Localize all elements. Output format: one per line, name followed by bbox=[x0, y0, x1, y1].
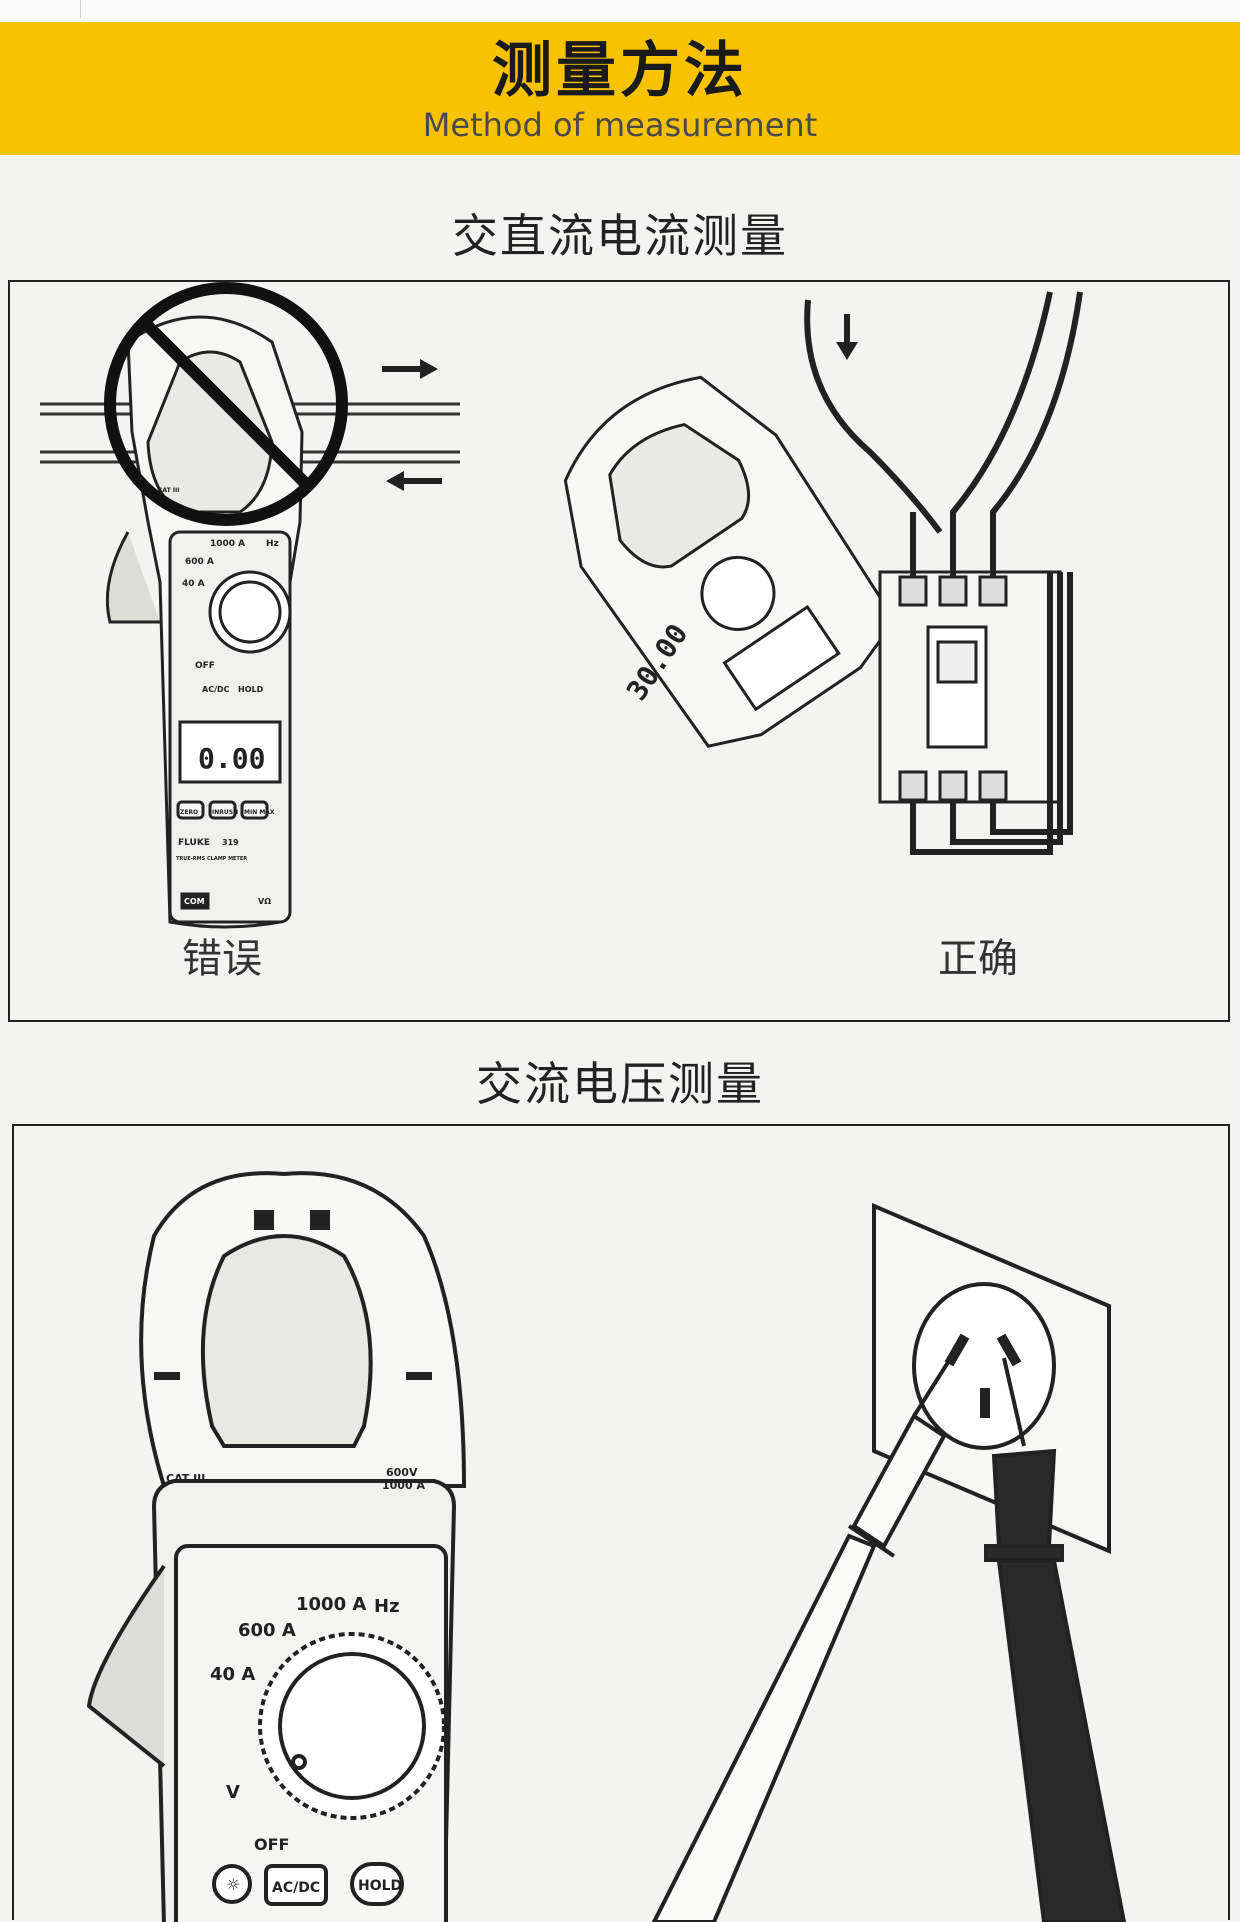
cat-label-large: CAT III bbox=[166, 1472, 205, 1485]
circuit-breaker bbox=[878, 570, 1062, 804]
minmax-button-label: MIN MAX bbox=[244, 809, 275, 816]
meter-wrong-labels: 1000 A Hz 600 A 40 A OFF AC/DC HOLD 0.00… bbox=[158, 487, 279, 906]
range-600a-label: 600 A bbox=[185, 557, 214, 567]
brand-label: FLUKE bbox=[178, 838, 210, 848]
clamp-meter-large bbox=[86, 1171, 467, 1922]
range-v-label-large: V bbox=[226, 1782, 240, 1803]
range-600a-label-large: 600 A bbox=[238, 1620, 296, 1641]
meter-large-labels: CAT III 600V 1000 A 1000 A Hz 600 A 40 A… bbox=[166, 1466, 425, 1896]
voltage-measurement-panel: CAT III 600V 1000 A 1000 A Hz 600 A 40 A… bbox=[12, 1124, 1230, 1922]
range-hz-label: Hz bbox=[266, 539, 279, 549]
clamp-meter-wrong bbox=[105, 315, 304, 929]
off-label-large: OFF bbox=[254, 1835, 289, 1854]
rating-volts-label: 600V bbox=[386, 1466, 418, 1479]
vohm-jack-label: VΩ bbox=[258, 897, 271, 906]
meter-caption: TRUE-RMS CLAMP METER bbox=[176, 856, 247, 862]
off-label: OFF bbox=[195, 661, 215, 671]
range-40a-label-large: 40 A bbox=[210, 1664, 255, 1685]
range-hz-label-large: Hz bbox=[374, 1596, 400, 1617]
arrow-left-icon bbox=[386, 471, 442, 491]
current-measurement-panel: 1000 A Hz 600 A 40 A OFF AC/DC HOLD 0.00… bbox=[8, 280, 1230, 1022]
hold-button-label: HOLD bbox=[238, 685, 264, 694]
breaker-wires bbox=[910, 291, 1083, 855]
test-probe-red bbox=[651, 1354, 954, 1922]
page-title: 测量方法 bbox=[492, 36, 748, 106]
display-reading-wrong: 0.00 bbox=[198, 742, 265, 775]
divider bbox=[80, 0, 81, 18]
clamp-jaw-marks bbox=[154, 1210, 432, 1380]
single-wire bbox=[804, 299, 943, 534]
model-label: 319 bbox=[222, 838, 239, 847]
top-strip bbox=[0, 0, 1240, 22]
range-1000a-label: 1000 A bbox=[210, 539, 245, 549]
voltage-measurement-illustration: CAT III 600V 1000 A 1000 A Hz 600 A 40 A… bbox=[86, 1171, 1127, 1922]
section-title-current: 交直流电流测量 bbox=[452, 209, 788, 263]
outlet-socket bbox=[912, 1282, 1056, 1450]
correct-label: 正确 bbox=[938, 936, 1018, 982]
arrow-down-icon bbox=[836, 314, 858, 360]
current-measurement-illustration: 1000 A Hz 600 A 40 A OFF AC/DC HOLD 0.00… bbox=[40, 282, 1083, 982]
page-subtitle: Method of measurement bbox=[422, 106, 818, 144]
rating-amps-label: 1000 A bbox=[382, 1479, 425, 1492]
range-1000a-label-large: 1000 A bbox=[296, 1594, 366, 1615]
section-title-voltage: 交流电压测量 bbox=[476, 1057, 764, 1111]
meter-correct bbox=[563, 375, 897, 748]
acdc-button-label: AC/DC bbox=[202, 685, 230, 694]
cat-label: CAT III bbox=[158, 487, 179, 494]
backlight-icon: ☼ bbox=[226, 1875, 240, 1894]
com-jack-label: COM bbox=[184, 897, 205, 906]
test-probe-black bbox=[984, 1357, 1127, 1922]
range-40a-label: 40 A bbox=[182, 579, 205, 589]
inrush-button-label: INRUSH bbox=[212, 809, 238, 816]
wrong-label: 错误 bbox=[182, 936, 262, 982]
title-banner: 测量方法 Method of measurement bbox=[0, 22, 1240, 155]
acdc-button-label-large: AC/DC bbox=[272, 1880, 320, 1896]
zero-button-label: ZERO bbox=[180, 809, 198, 816]
prohibited-icon bbox=[104, 282, 348, 526]
arrow-right-icon bbox=[382, 359, 438, 379]
hold-button-label-large: HOLD bbox=[358, 1878, 402, 1894]
